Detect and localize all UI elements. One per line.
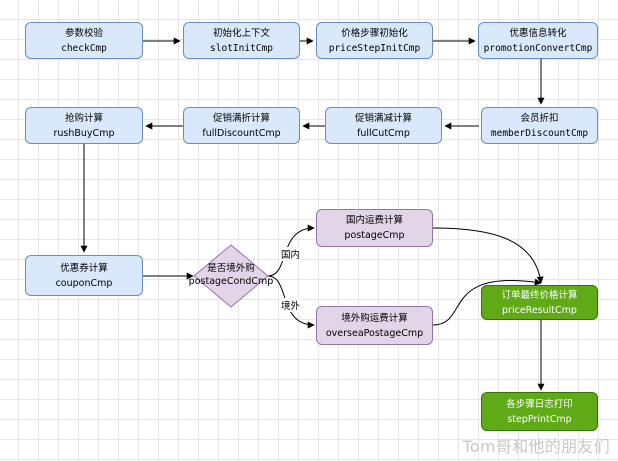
watermark-text: Tom哥和他的朋友们 (462, 437, 610, 456)
coupon-node: 优惠券计算 couponCmp (25, 255, 143, 296)
member-discount-node-code: memberDiscountCmp (490, 127, 589, 139)
postage-node: 国内运费计算 postageCmp (316, 209, 433, 247)
step-print-node: 各步骤日志打印 stepPrintCmp (481, 392, 598, 431)
oversea-postage-node-code: overseaPostageCmp (325, 327, 424, 339)
check-node-title: 参数校验 (64, 27, 103, 39)
full-cut-node-title: 促销满减计算 (354, 112, 412, 124)
price-result-node-title: 订单最终价格计算 (501, 289, 578, 301)
full-discount-node: 促销满折计算 fullDiscountCmp (183, 107, 300, 144)
price-step-init-node-title: 价格步骤初始化 (341, 27, 408, 39)
full-discount-node-title: 促销满折计算 (212, 112, 270, 124)
promotion-convert-node-code: promotionConvertCmp (483, 42, 593, 54)
slot-init-node-title: 初始化上下文 (212, 27, 270, 39)
price-result-node-code: priceResultCmp (502, 304, 577, 316)
postage-node-title: 国内运费计算 (345, 215, 403, 226)
full-cut-node: 促销满减计算 fullCutCmp (325, 107, 442, 144)
promotion-convert-node: 优惠信息转化 promotionConvertCmp (478, 22, 598, 59)
edge-label-overseas: 境外 (280, 298, 302, 312)
check-node-code: checkCmp (61, 42, 107, 54)
rush-buy-node: 抢购计算 rushBuyCmp (25, 107, 143, 144)
full-cut-node-code: fullCutCmp (357, 127, 410, 139)
postage-cond-node-code: postageCondCmp (188, 276, 274, 287)
edge-postage-to-price-result (432, 227, 544, 284)
member-discount-node: 会员折扣 memberDiscountCmp (481, 107, 598, 144)
coupon-node-title: 优惠券计算 (60, 262, 108, 274)
promotion-convert-node-title: 优惠信息转化 (509, 27, 567, 39)
price-step-init-node-code: priceStepInitCmp (328, 42, 421, 54)
member-discount-node-title: 会员折扣 (520, 112, 559, 124)
slot-init-node: 初始化上下文 slotInitCmp (183, 22, 300, 59)
edge-label-domestic: 国内 (280, 247, 302, 261)
postage-cond-node: 是否境外购 postageCondCmp (186, 262, 276, 288)
edge-oversea-postage-to-price-result (432, 278, 542, 326)
coupon-node-code: couponCmp (55, 277, 113, 289)
price-result-node: 订单最终价格计算 priceResultCmp (481, 285, 598, 320)
check-node: 参数校验 checkCmp (25, 22, 143, 59)
postage-cond-diamond-shape (193, 244, 269, 308)
slot-init-node-code: slotInitCmp (210, 42, 273, 54)
oversea-postage-node-title: 境外购运费计算 (341, 312, 408, 324)
oversea-postage-node: 境外购运费计算 overseaPostageCmp (316, 306, 433, 345)
full-discount-node-code: fullDiscountCmp (202, 127, 281, 139)
step-print-node-title: 各步骤日志打印 (506, 398, 573, 410)
step-print-node-code: stepPrintCmp (507, 413, 572, 425)
rush-buy-node-title: 抢购计算 (64, 112, 103, 124)
postage-node-code: postageCmp (344, 230, 405, 241)
price-step-init-node: 价格步骤初始化 priceStepInitCmp (316, 22, 433, 59)
rush-buy-node-code: rushBuyCmp (53, 127, 115, 139)
postage-cond-node-title: 是否境外购 (207, 263, 255, 274)
